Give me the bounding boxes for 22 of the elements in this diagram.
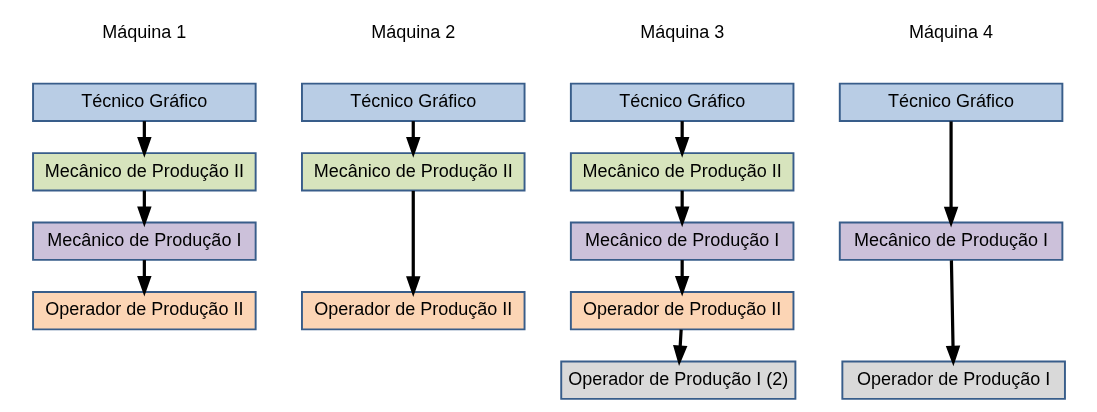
node-box: Técnico Gráfico [569, 82, 794, 122]
label: Máquina 2 [370, 21, 455, 42]
node-box: Mecânico de Produção I [31, 221, 257, 261]
arrow [405, 190, 420, 297]
arrow [943, 120, 958, 227]
node-box: Mecânico de Produção I [569, 221, 794, 261]
label: Máquina 1 [101, 21, 186, 42]
arrow [945, 259, 960, 366]
node-box: Operador de Produção II [569, 290, 794, 330]
node-box: Operador de Produção I (2) [559, 360, 796, 400]
node-box: Mecânico de Produção II [300, 151, 525, 191]
node-box: Operador de Produção II [300, 290, 525, 330]
label: Máquina 4 [908, 21, 993, 42]
node-box: Técnico Gráfico [300, 82, 525, 122]
label: Máquina 3 [639, 21, 724, 42]
node-box: Técnico Gráfico [838, 82, 1063, 122]
node-box: Operador de Produção II [31, 290, 257, 330]
node-box: Operador de Produção I [840, 360, 1066, 400]
node-box: Mecânico de Produção I [838, 221, 1063, 261]
node-box: Mecânico de Produção II [31, 151, 257, 191]
node-box: Técnico Gráfico [31, 82, 257, 122]
node-box: Mecânico de Produção II [569, 151, 794, 191]
